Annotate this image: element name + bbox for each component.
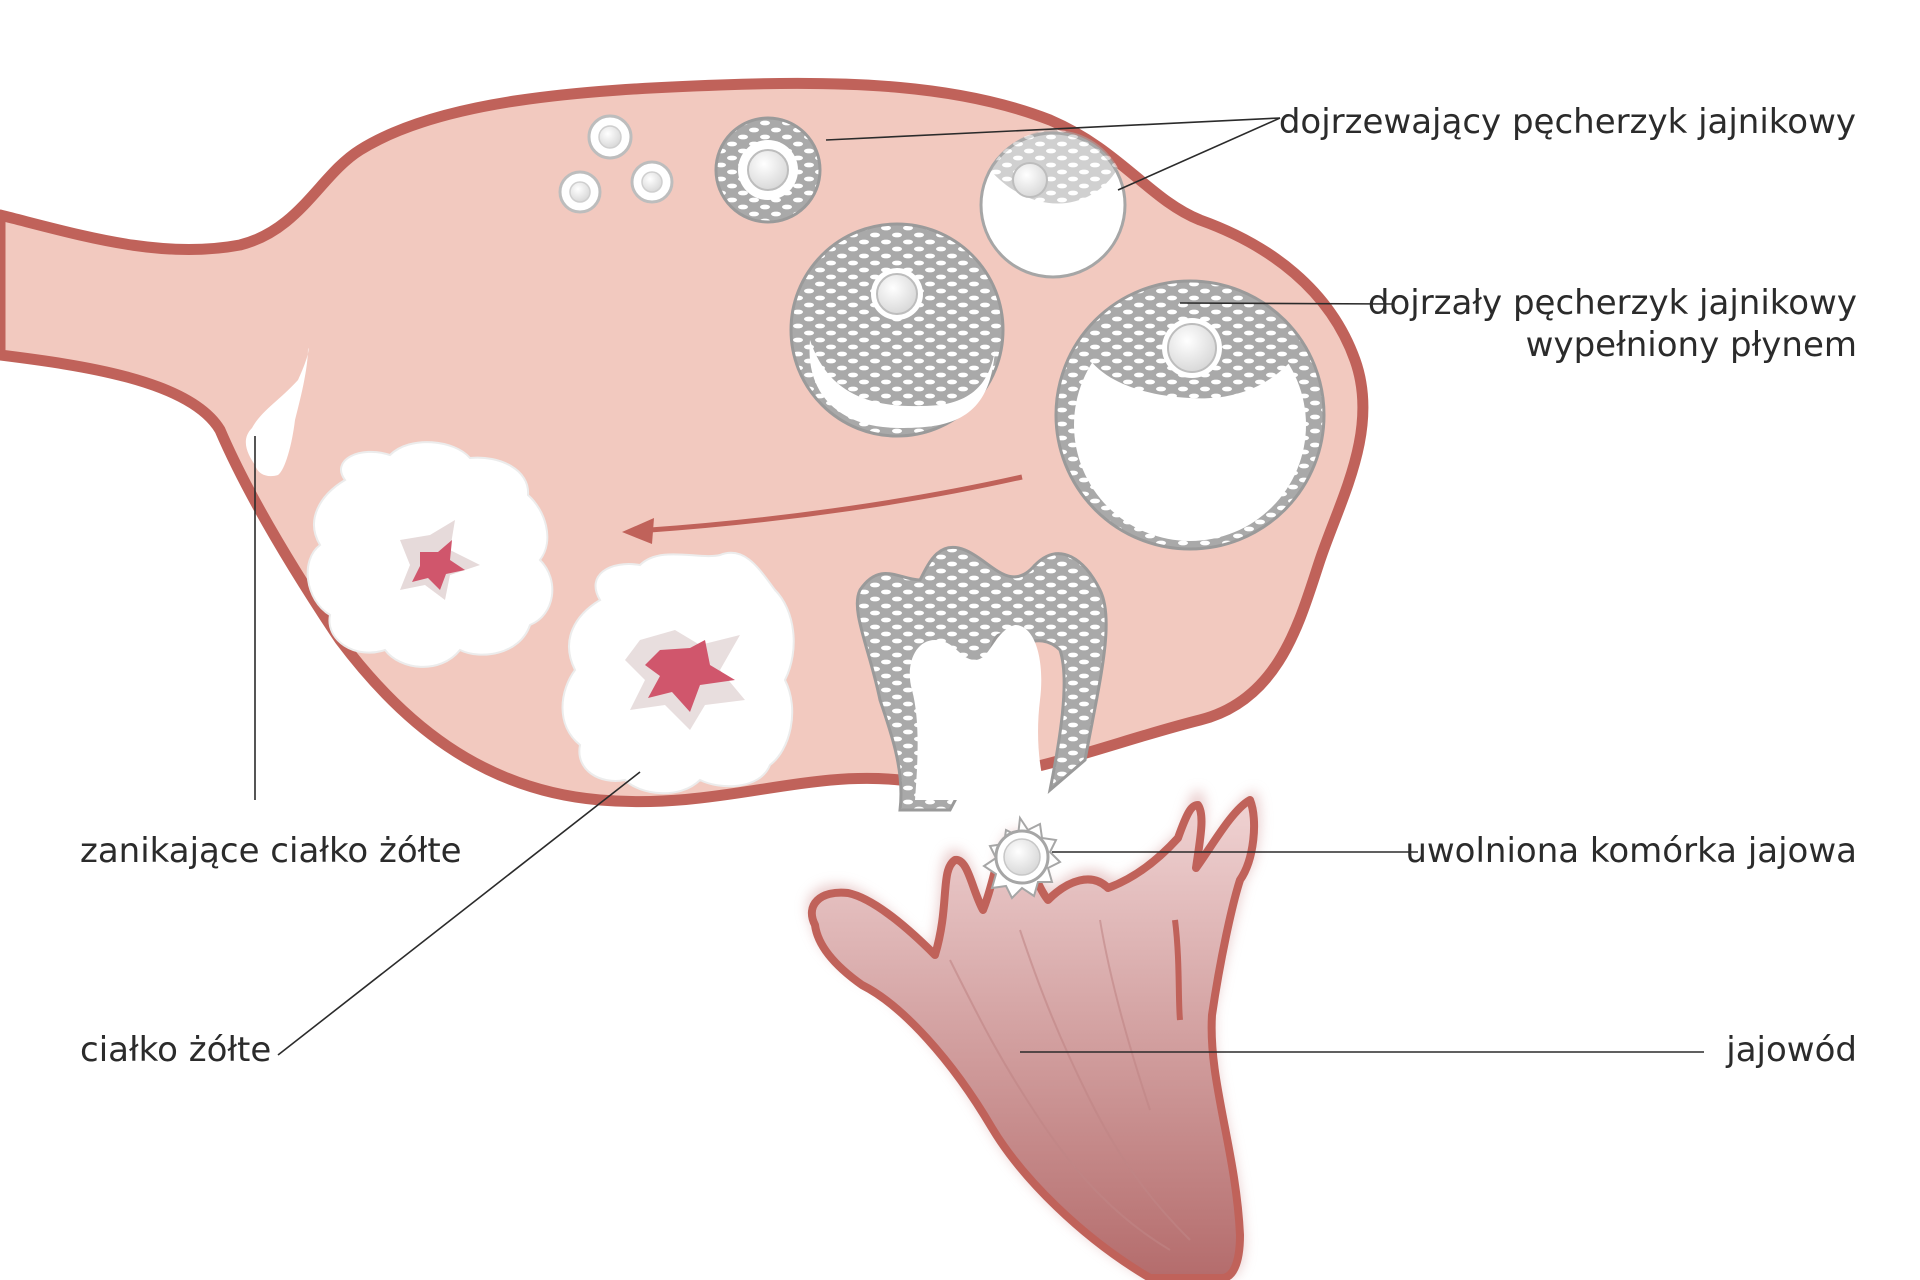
- label-corpus-luteum: ciałko żółte: [80, 1030, 271, 1070]
- leader-mature: [1179, 302, 1395, 305]
- leader-maturing-1: [825, 117, 1281, 141]
- label-released-egg: uwolniona komórka jajowa: [1405, 831, 1857, 871]
- label-maturing-follicle: dojrzewający pęcherzyk jajnikowy: [1279, 102, 1856, 142]
- fallopian-tube: [806, 790, 1261, 1280]
- leader-corpus-luteum: [277, 771, 641, 1056]
- released-egg: [982, 815, 1062, 900]
- degenerating-corpus-luteum-flower: [306, 441, 554, 668]
- label-mature-follicle-line1: dojrzały pęcherzyk jajnikowy: [1368, 283, 1857, 323]
- maturing-follicle-medium: [979, 129, 1127, 279]
- secondary-follicle: [789, 222, 1005, 438]
- cycle-arrow: [622, 474, 1023, 544]
- maturing-follicle-small: [714, 116, 822, 224]
- label-degenerating-corpus-luteum: zanikające ciałko żółte: [80, 831, 462, 871]
- corpus-luteum: [561, 551, 795, 795]
- mature-follicle: [1054, 279, 1326, 551]
- ruptured-follicle-opening: [909, 625, 1050, 800]
- corpus-albicans: [245, 348, 309, 477]
- leader-maturing-2: [1117, 117, 1281, 191]
- label-mature-follicle-line2: wypełniony płynem: [1526, 325, 1857, 365]
- leader-lines: [254, 117, 1704, 1056]
- primary-follicles: [558, 114, 674, 214]
- label-fallopian-tube: jajowód: [1725, 1030, 1857, 1070]
